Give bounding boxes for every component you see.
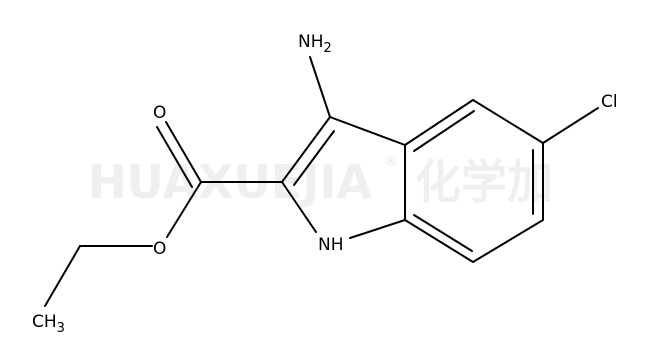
cl-label: Cl [601, 92, 618, 112]
bond-c3-c2-inner [293, 130, 335, 186]
bond-n1-c7a [349, 219, 406, 239]
ch3-label-main: CH [32, 312, 57, 332]
bond-c-o-double-b [156, 126, 193, 188]
nh2-label: NH2 [298, 32, 332, 56]
bond-c-o-double-a [165, 121, 202, 183]
bond-c3a-c4 [404, 99, 474, 146]
bond-ch2-ch3 [44, 245, 81, 307]
carbonyl-o-label: O [153, 103, 166, 123]
watermark: HUAXUEJIA ® 化学加 [88, 154, 553, 209]
bond-c6-c7 [472, 219, 544, 263]
nh2-label-main: NH [298, 32, 324, 52]
bonds [44, 56, 599, 307]
bond-c4-c5 [472, 99, 544, 144]
bond-c-o-ester [166, 181, 202, 238]
ester-o-label: O [153, 239, 166, 259]
bond-c3-nh2 [309, 56, 331, 118]
bond-c7-c7a [404, 219, 474, 263]
ch3-label-sub: 3 [57, 321, 65, 336]
watermark-registered: ® [384, 154, 398, 170]
atom-labels: NH2 Cl O O NH CH3 [32, 32, 618, 336]
ch3-label: CH3 [32, 312, 65, 336]
nh-ring-label: NH [318, 235, 344, 255]
bond-c7-c7a-inner [413, 214, 473, 252]
bond-c5-cl [542, 107, 599, 144]
bond-c3a-c3 [329, 116, 406, 146]
nh2-label-sub: 2 [324, 41, 332, 56]
bond-c3a-c4-inner [413, 110, 475, 152]
bond-c2-n1 [281, 181, 317, 233]
watermark-cn: 化学加 [415, 155, 553, 209]
bond-c3-c2 [281, 116, 331, 183]
